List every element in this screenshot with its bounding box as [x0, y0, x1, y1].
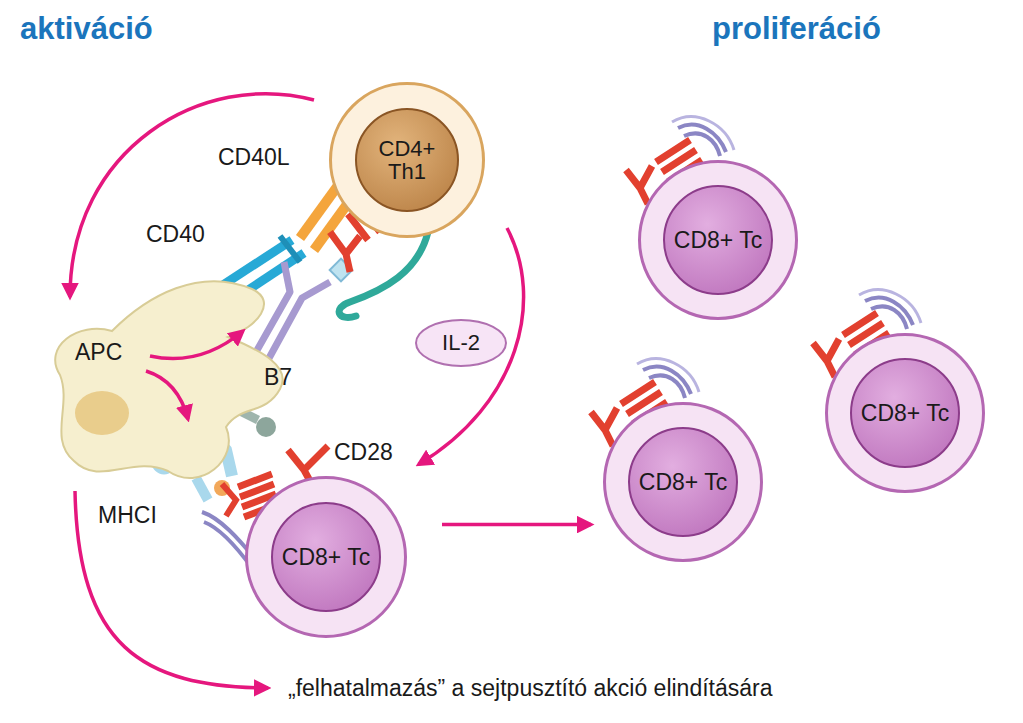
node-text: CD8+ Tc — [282, 545, 370, 569]
cell-nucleus: CD8+ Tc — [628, 427, 739, 538]
apc-cell: APC — [40, 255, 290, 495]
molecule-label: CD40L — [218, 145, 290, 170]
tc-cell: CD8+ Tc — [245, 476, 407, 638]
node-text: CD4+ Th1 — [357, 137, 457, 183]
tc-cell: CD8+ Tc — [603, 402, 763, 562]
apc-label-box: APC — [75, 339, 122, 366]
cell-nucleus: CD8+ Tc — [850, 358, 961, 469]
node-text: CD8+ Tc — [861, 401, 949, 425]
molecule-label: CD40 — [146, 222, 205, 247]
molecule-label: CD28 — [334, 440, 393, 465]
section-heading: aktiváció — [20, 12, 153, 46]
tc-cell: CD8+ Tc — [638, 160, 798, 320]
node-text: CD8+ Tc — [639, 470, 727, 494]
apc-outline — [40, 255, 290, 495]
molecule-label: MHCI — [98, 503, 157, 528]
cell-nucleus: CD8+ Tc — [663, 185, 774, 296]
cytokine-oval: IL-2 — [415, 319, 507, 367]
molecule-label: B7 — [264, 365, 292, 390]
node-text: CD8+ Tc — [674, 228, 762, 252]
pink-arrow — [442, 523, 591, 527]
tc-cell: CD8+ Tc — [825, 333, 985, 493]
section-heading: proliferáció — [712, 12, 881, 46]
node-text: IL-2 — [442, 331, 480, 354]
node-text: APC — [75, 339, 122, 365]
cell-nucleus: CD4+ Th1 — [355, 108, 459, 212]
caption-note: „felhatalmazás” a sejtpusztító akció eli… — [288, 676, 773, 701]
th1-cell: CD4+ Th1 — [329, 82, 485, 238]
cell-nucleus: CD8+ Tc — [271, 502, 382, 613]
